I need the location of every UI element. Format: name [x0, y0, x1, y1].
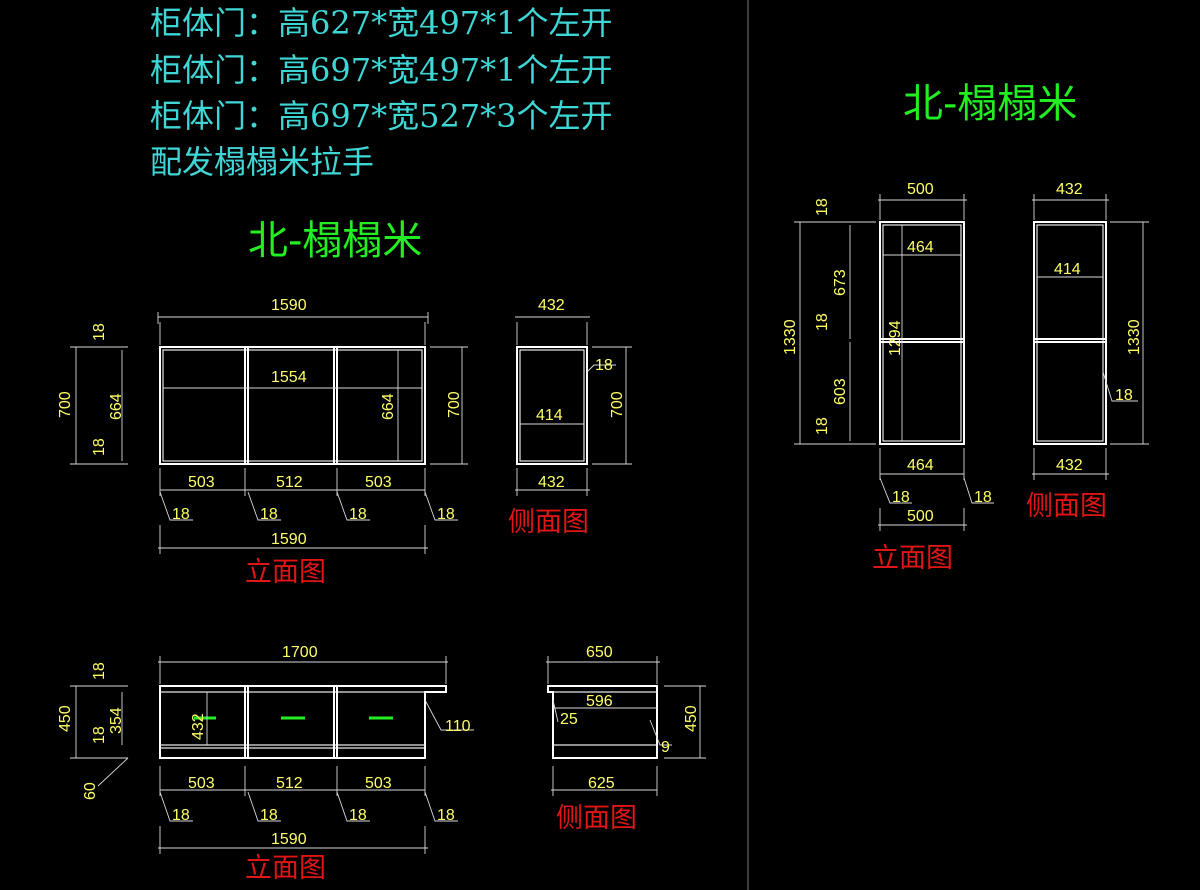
dim-lower-front-partition-4: 18 — [437, 807, 455, 824]
upper-front-elevation: 1590 1554 700 664 18 18 664 700 503 512 … — [57, 297, 468, 554]
dim-tall-front-bottom-width: 500 — [907, 508, 934, 525]
dim-tall-side-bottom-depth: 432 — [1056, 457, 1083, 474]
dim-upper-front-bay-3: 503 — [365, 474, 392, 491]
label-upper-side: 侧面图 — [508, 507, 589, 538]
dim-upper-front-bottom-panel: 18 — [91, 438, 108, 456]
dim-lower-front-drawer-height: 432 — [190, 713, 207, 740]
dim-lower-front-overhang: 110 — [445, 718, 471, 735]
dim-upper-side-inner-depth: 414 — [536, 407, 563, 424]
dim-lower-side-height: 450 — [683, 705, 700, 732]
dim-upper-front-inner-width: 1554 — [271, 369, 307, 386]
label-lower-side: 侧面图 — [556, 803, 637, 834]
dim-lower-front-bottom-width: 1590 — [271, 831, 307, 848]
dim-upper-front-partition-4: 18 — [437, 506, 455, 523]
dim-lower-side-bottom-depth: 625 — [588, 775, 615, 792]
dim-upper-front-bay-1: 503 — [188, 474, 215, 491]
dim-tall-front-bottom-panel: 18 — [814, 417, 831, 435]
dim-upper-side-height: 700 — [609, 391, 626, 418]
title-right: 北-榻榻米 — [903, 81, 1077, 127]
dim-lower-front-partition-3: 18 — [349, 807, 367, 824]
dim-upper-side-top-depth: 432 — [538, 297, 565, 314]
dim-upper-front-partition-1: 18 — [172, 506, 190, 523]
dim-tall-front-upper-bay: 673 — [832, 269, 849, 296]
dim-tall-front-top-panel: 18 — [814, 198, 831, 216]
dim-tall-front-inner-width-top: 464 — [907, 239, 934, 256]
dim-tall-front-mid-panel: 18 — [814, 313, 831, 331]
dim-lower-side-offset: 25 — [560, 711, 578, 728]
dim-lower-side-gap: 9 — [661, 739, 670, 756]
dim-lower-front-top-panel: 18 — [91, 662, 108, 680]
label-upper-front: 立面图 — [245, 557, 326, 588]
dim-upper-front-partition-3: 18 — [349, 506, 367, 523]
dim-lower-front-bay-3: 503 — [365, 775, 392, 792]
dim-upper-front-inner-height-left: 664 — [108, 393, 125, 420]
note-line-2: 柜体门：高697*宽497*1个左开 — [150, 51, 613, 89]
label-tall-front: 立面图 — [872, 543, 953, 574]
tall-side-outline — [1033, 221, 1107, 445]
label-tall-side: 侧面图 — [1026, 491, 1107, 522]
dim-lower-front-bay-2: 512 — [276, 775, 303, 792]
cabinet-door-notes: 柜体门：高627*宽497*1个左开 柜体门：高697*宽497*1个左开 柜体… — [150, 4, 613, 181]
dim-upper-front-top-width: 1590 — [271, 297, 307, 314]
dim-upper-side-panel: 18 — [595, 357, 613, 374]
dim-lower-front-height: 450 — [57, 705, 74, 732]
dim-tall-front-height: 1330 — [782, 319, 799, 355]
dim-lower-front-partition-2: 18 — [260, 807, 278, 824]
dim-upper-front-inner-height-right: 664 — [380, 393, 397, 420]
upper-side-view: 432 414 18 700 432 — [515, 297, 632, 496]
dim-tall-side-height: 1330 — [1126, 319, 1143, 355]
dim-tall-side-inner-depth: 414 — [1054, 261, 1081, 278]
dim-upper-side-bottom-depth: 432 — [538, 474, 565, 491]
dim-lower-front-top-width: 1700 — [282, 644, 318, 661]
dim-lower-front-plinth: 60 — [82, 782, 99, 800]
note-line-3: 柜体门：高697*宽527*3个左开 — [150, 97, 613, 135]
dim-lower-front-partition-1: 18 — [172, 807, 190, 824]
dim-tall-front-top-width: 500 — [907, 181, 934, 198]
tall-front-outline — [879, 221, 965, 445]
note-line-1: 柜体门：高627*宽497*1个左开 — [150, 4, 613, 42]
dim-tall-side-panel: 18 — [1115, 387, 1133, 404]
dim-upper-front-bay-2: 512 — [276, 474, 303, 491]
label-lower-front: 立面图 — [245, 853, 326, 884]
dim-tall-front-lower-bay: 603 — [832, 378, 849, 405]
note-line-4: 配发榻榻米拉手 — [150, 143, 374, 181]
dim-tall-front-inner-width-bottom: 464 — [907, 457, 934, 474]
dim-lower-front-inner-height: 354 — [108, 707, 125, 734]
lower-front-elevation: 1700 450 18 18 354 60 432 110 503 512 50… — [57, 644, 474, 854]
dim-upper-front-bottom-width: 1590 — [271, 531, 307, 548]
dim-upper-front-height-left: 700 — [57, 391, 74, 418]
tall-front-elevation: 500 464 1330 18 673 18 603 18 1294 464 1… — [782, 181, 994, 531]
tall-side-view: 432 414 1330 18 432 — [1032, 181, 1149, 480]
upper-front-inner — [162, 349, 423, 462]
dim-lower-front-mid-panel: 18 — [91, 726, 108, 744]
dim-tall-side-top-depth: 432 — [1056, 181, 1083, 198]
title-left: 北-榻榻米 — [248, 218, 422, 264]
dim-lower-side-inner-depth: 596 — [586, 693, 613, 710]
upper-front-outline — [159, 346, 426, 465]
lower-side-view: 650 596 25 9 450 625 — [546, 644, 706, 796]
dim-lower-side-top-depth: 650 — [586, 644, 613, 661]
dim-upper-front-partition-2: 18 — [260, 506, 278, 523]
upper-side-outline — [516, 346, 588, 465]
dim-tall-front-side-panel-right: 18 — [974, 489, 992, 506]
lower-side-outline — [547, 685, 658, 759]
dim-lower-front-bay-1: 503 — [188, 775, 215, 792]
dim-upper-front-height-right: 700 — [446, 391, 463, 418]
dim-upper-front-top-panel: 18 — [91, 323, 108, 341]
dim-tall-front-side-panel-left: 18 — [892, 489, 910, 506]
dim-tall-front-inner-height: 1294 — [887, 320, 904, 356]
